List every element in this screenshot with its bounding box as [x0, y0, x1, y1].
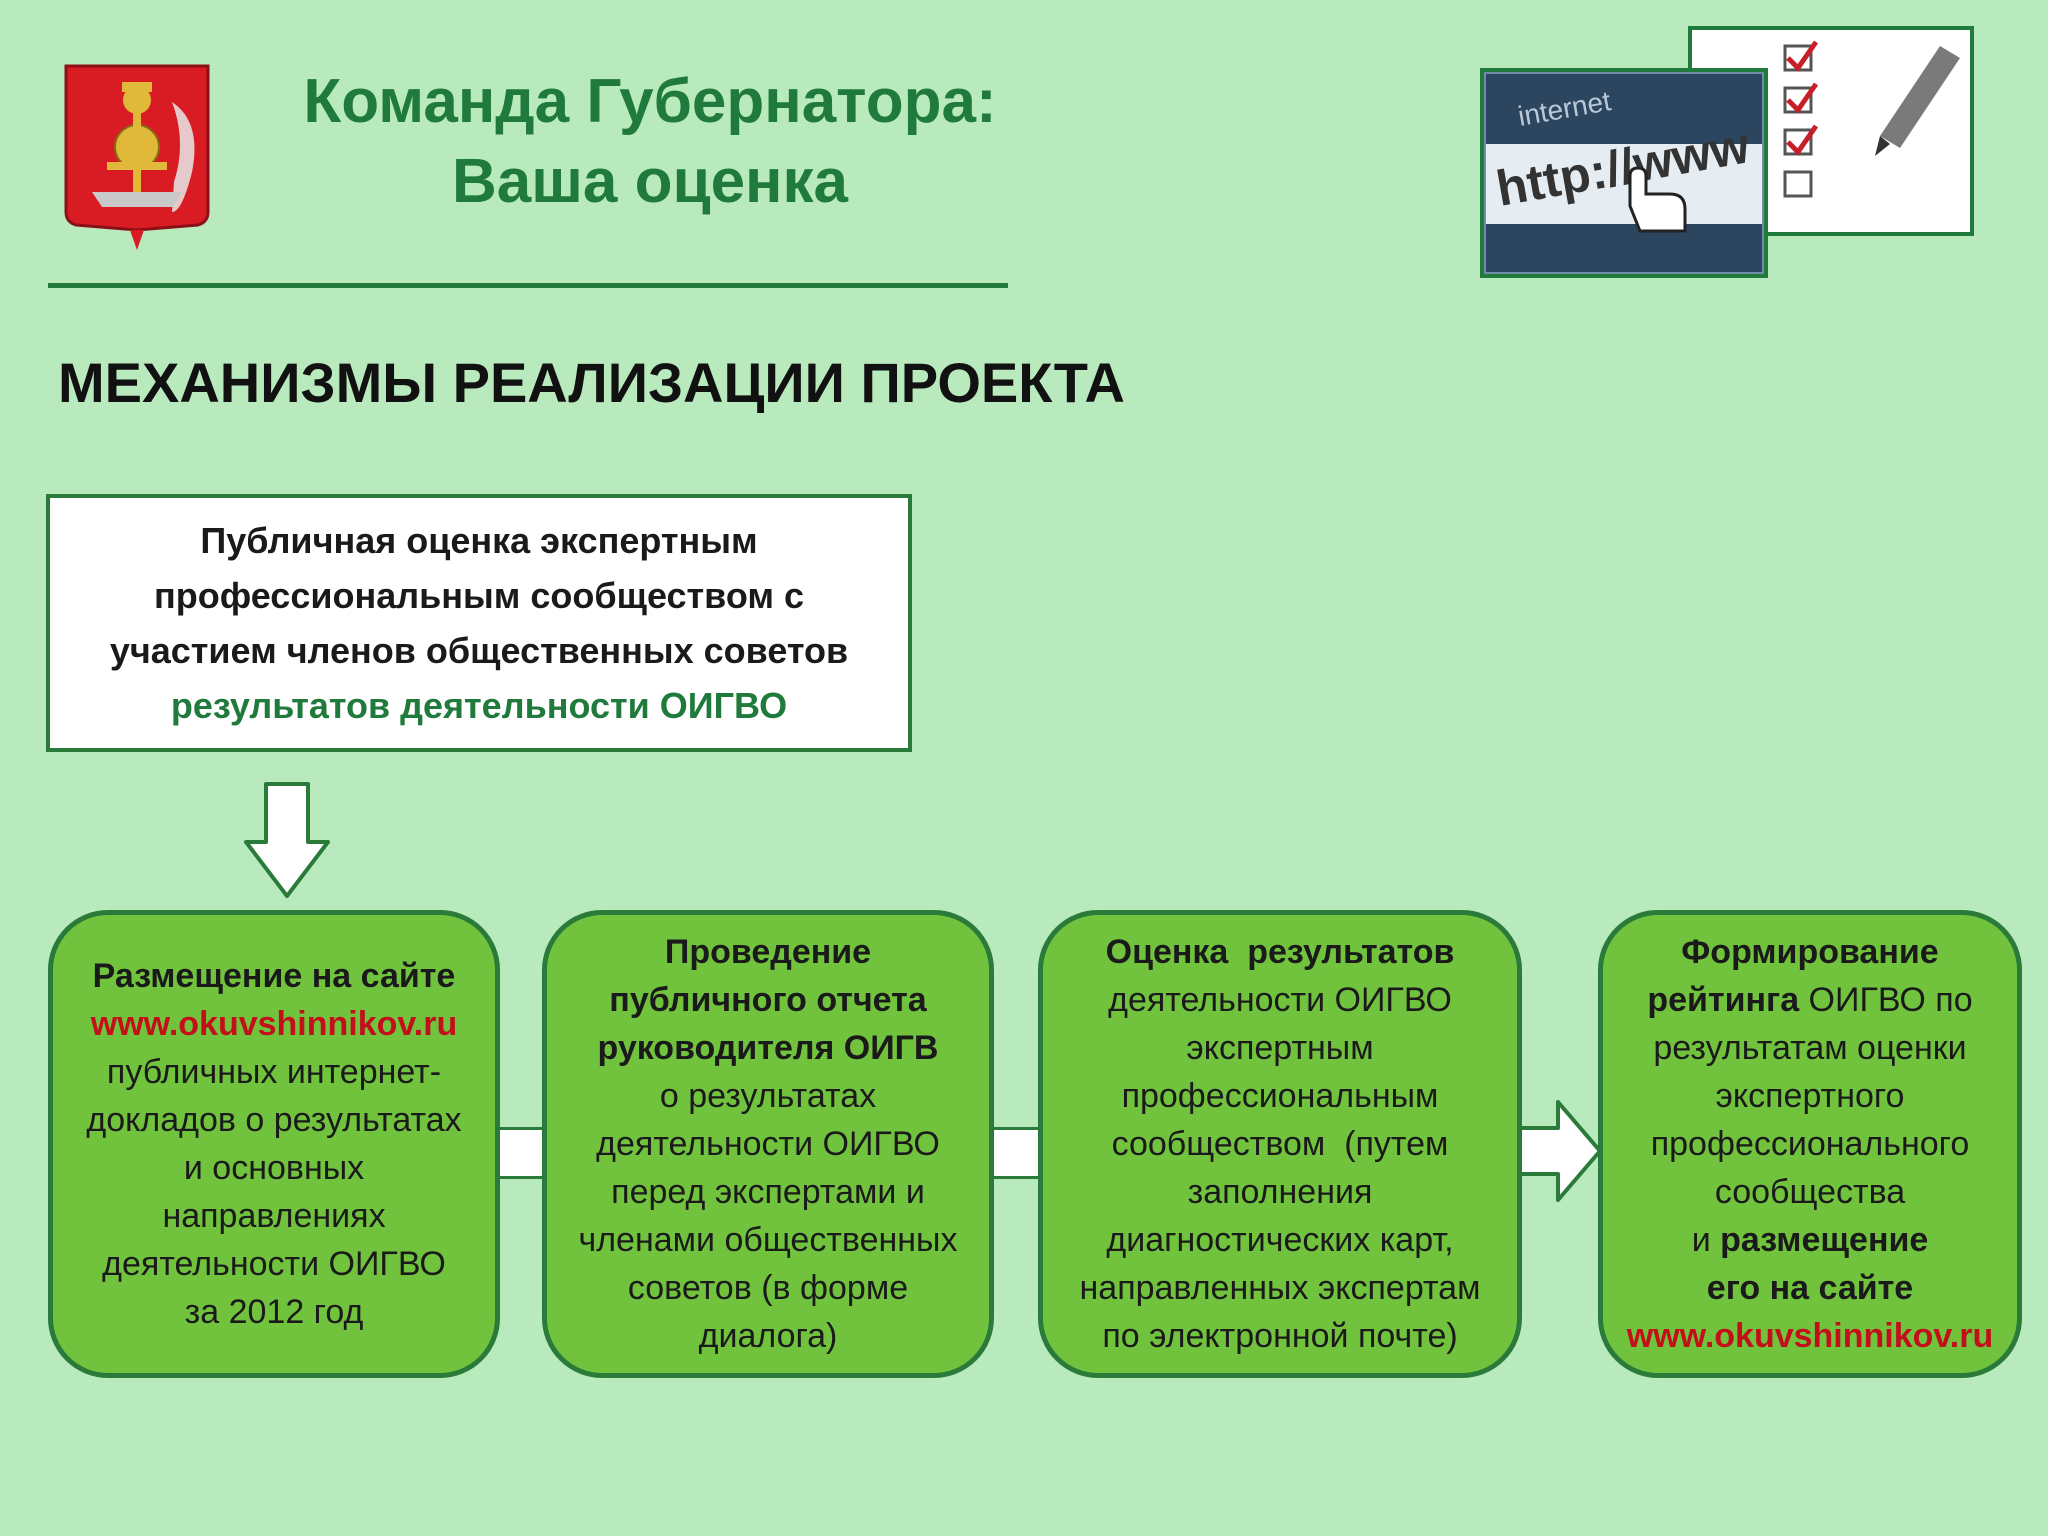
step-2-line-3: руководителя ОИГВ — [597, 1029, 939, 1067]
step-2-line-4: о результатах — [659, 1077, 877, 1115]
step-4-line-7-bold: размещение — [1720, 1221, 1929, 1259]
step-3-line-2: деятельности ОИГВО — [1108, 981, 1452, 1019]
title-line-2: Ваша оценка — [451, 147, 849, 216]
step-3-line-3: экспертным — [1186, 1029, 1374, 1067]
step-2-line-9: диалога) — [698, 1317, 838, 1355]
step-1-line-7: деятельности ОИГВО — [102, 1245, 446, 1283]
step-3-line-6: заполнения — [1187, 1173, 1373, 1211]
step-1-line-6: направлениях — [162, 1197, 386, 1235]
connector-1-2 — [498, 1127, 544, 1179]
url-bar-photo: internet http://www — [1480, 68, 1768, 278]
step-4-line-3: результатам оценки — [1653, 1029, 1967, 1067]
right-arrow-icon — [1518, 1100, 1602, 1202]
step-4-line-5: профессионального — [1650, 1125, 1970, 1163]
step-box-1: Размещение на сайте www.okuvshinnikov.ru… — [48, 910, 500, 1378]
connector-2-3 — [992, 1127, 1040, 1179]
step-3-line-1: Оценка результатов — [1105, 933, 1455, 971]
step-2-line-1: Проведение — [664, 933, 872, 971]
step-4-line-2-bold: рейтинга — [1647, 981, 1800, 1019]
step-4-line-6: сообщества — [1714, 1173, 1906, 1211]
step-1-line-3: публичных интернет- — [106, 1053, 442, 1091]
top-box-line-4: результатов деятельности ОИГВО — [170, 685, 788, 726]
step-3-line-5: сообществом (путем — [1111, 1125, 1449, 1163]
down-arrow-icon — [244, 782, 330, 898]
top-box-line-3: участием членов общественных советов — [109, 630, 849, 671]
step-3-line-8: направленных экспертам — [1079, 1269, 1481, 1307]
step-1-link[interactable]: www.okuvshinnikov.ru — [90, 1005, 458, 1043]
title-divider — [48, 283, 1008, 288]
step-2-line-5: деятельности ОИГВО — [596, 1125, 940, 1163]
step-2-line-7: членами общественных — [578, 1221, 958, 1259]
page-title: Команда Губернатора: Ваша оценка — [230, 62, 1070, 222]
step-1-line-1: Размещение на сайте — [92, 957, 456, 995]
step-3-line-4: профессиональным — [1121, 1077, 1439, 1115]
step-box-4: Формирование рейтинга ОИГВО по результат… — [1598, 910, 2022, 1378]
step-4-line-7-pre: и — [1691, 1221, 1721, 1259]
step-4-line-4: экспертного — [1715, 1077, 1905, 1115]
step-1-line-8: за 2012 год — [184, 1293, 364, 1331]
step-3-line-9: по электронной почте) — [1102, 1317, 1458, 1355]
step-2-line-2: публичного отчета — [609, 981, 927, 1019]
step-box-2: Проведение публичного отчета руководител… — [542, 910, 994, 1378]
title-line-1: Команда Губернатора: — [303, 67, 997, 136]
top-box-line-2: профессиональным сообществом с — [154, 575, 804, 616]
step-1-line-5: и основных — [183, 1149, 365, 1187]
header-photos: internet http://www — [1480, 26, 1974, 278]
coat-of-arms-icon — [64, 64, 210, 250]
step-2-line-8: советов (в форме — [627, 1269, 909, 1307]
step-4-line-1: Формирование — [1681, 933, 1939, 971]
step-1-line-4: докладов о результатах — [86, 1101, 462, 1139]
top-box-line-1: Публичная оценка экспертным — [200, 520, 758, 561]
section-heading: МЕХАНИЗМЫ РЕАЛИЗАЦИИ ПРОЕКТА — [58, 351, 1125, 414]
public-evaluation-box: Публичная оценка экспертным профессионал… — [46, 494, 912, 752]
step-box-3: Оценка результатов деятельности ОИГВО эк… — [1038, 910, 1522, 1378]
step-4-line-8: его на сайте — [1706, 1269, 1914, 1307]
step-3-line-7: диагностических карт, — [1106, 1221, 1454, 1259]
step-4-link[interactable]: www.okuvshinnikov.ru — [1626, 1317, 1994, 1355]
step-2-line-6: перед экспертами и — [611, 1173, 925, 1211]
step-4-line-2-rest: ОИГВО по — [1799, 981, 1973, 1019]
